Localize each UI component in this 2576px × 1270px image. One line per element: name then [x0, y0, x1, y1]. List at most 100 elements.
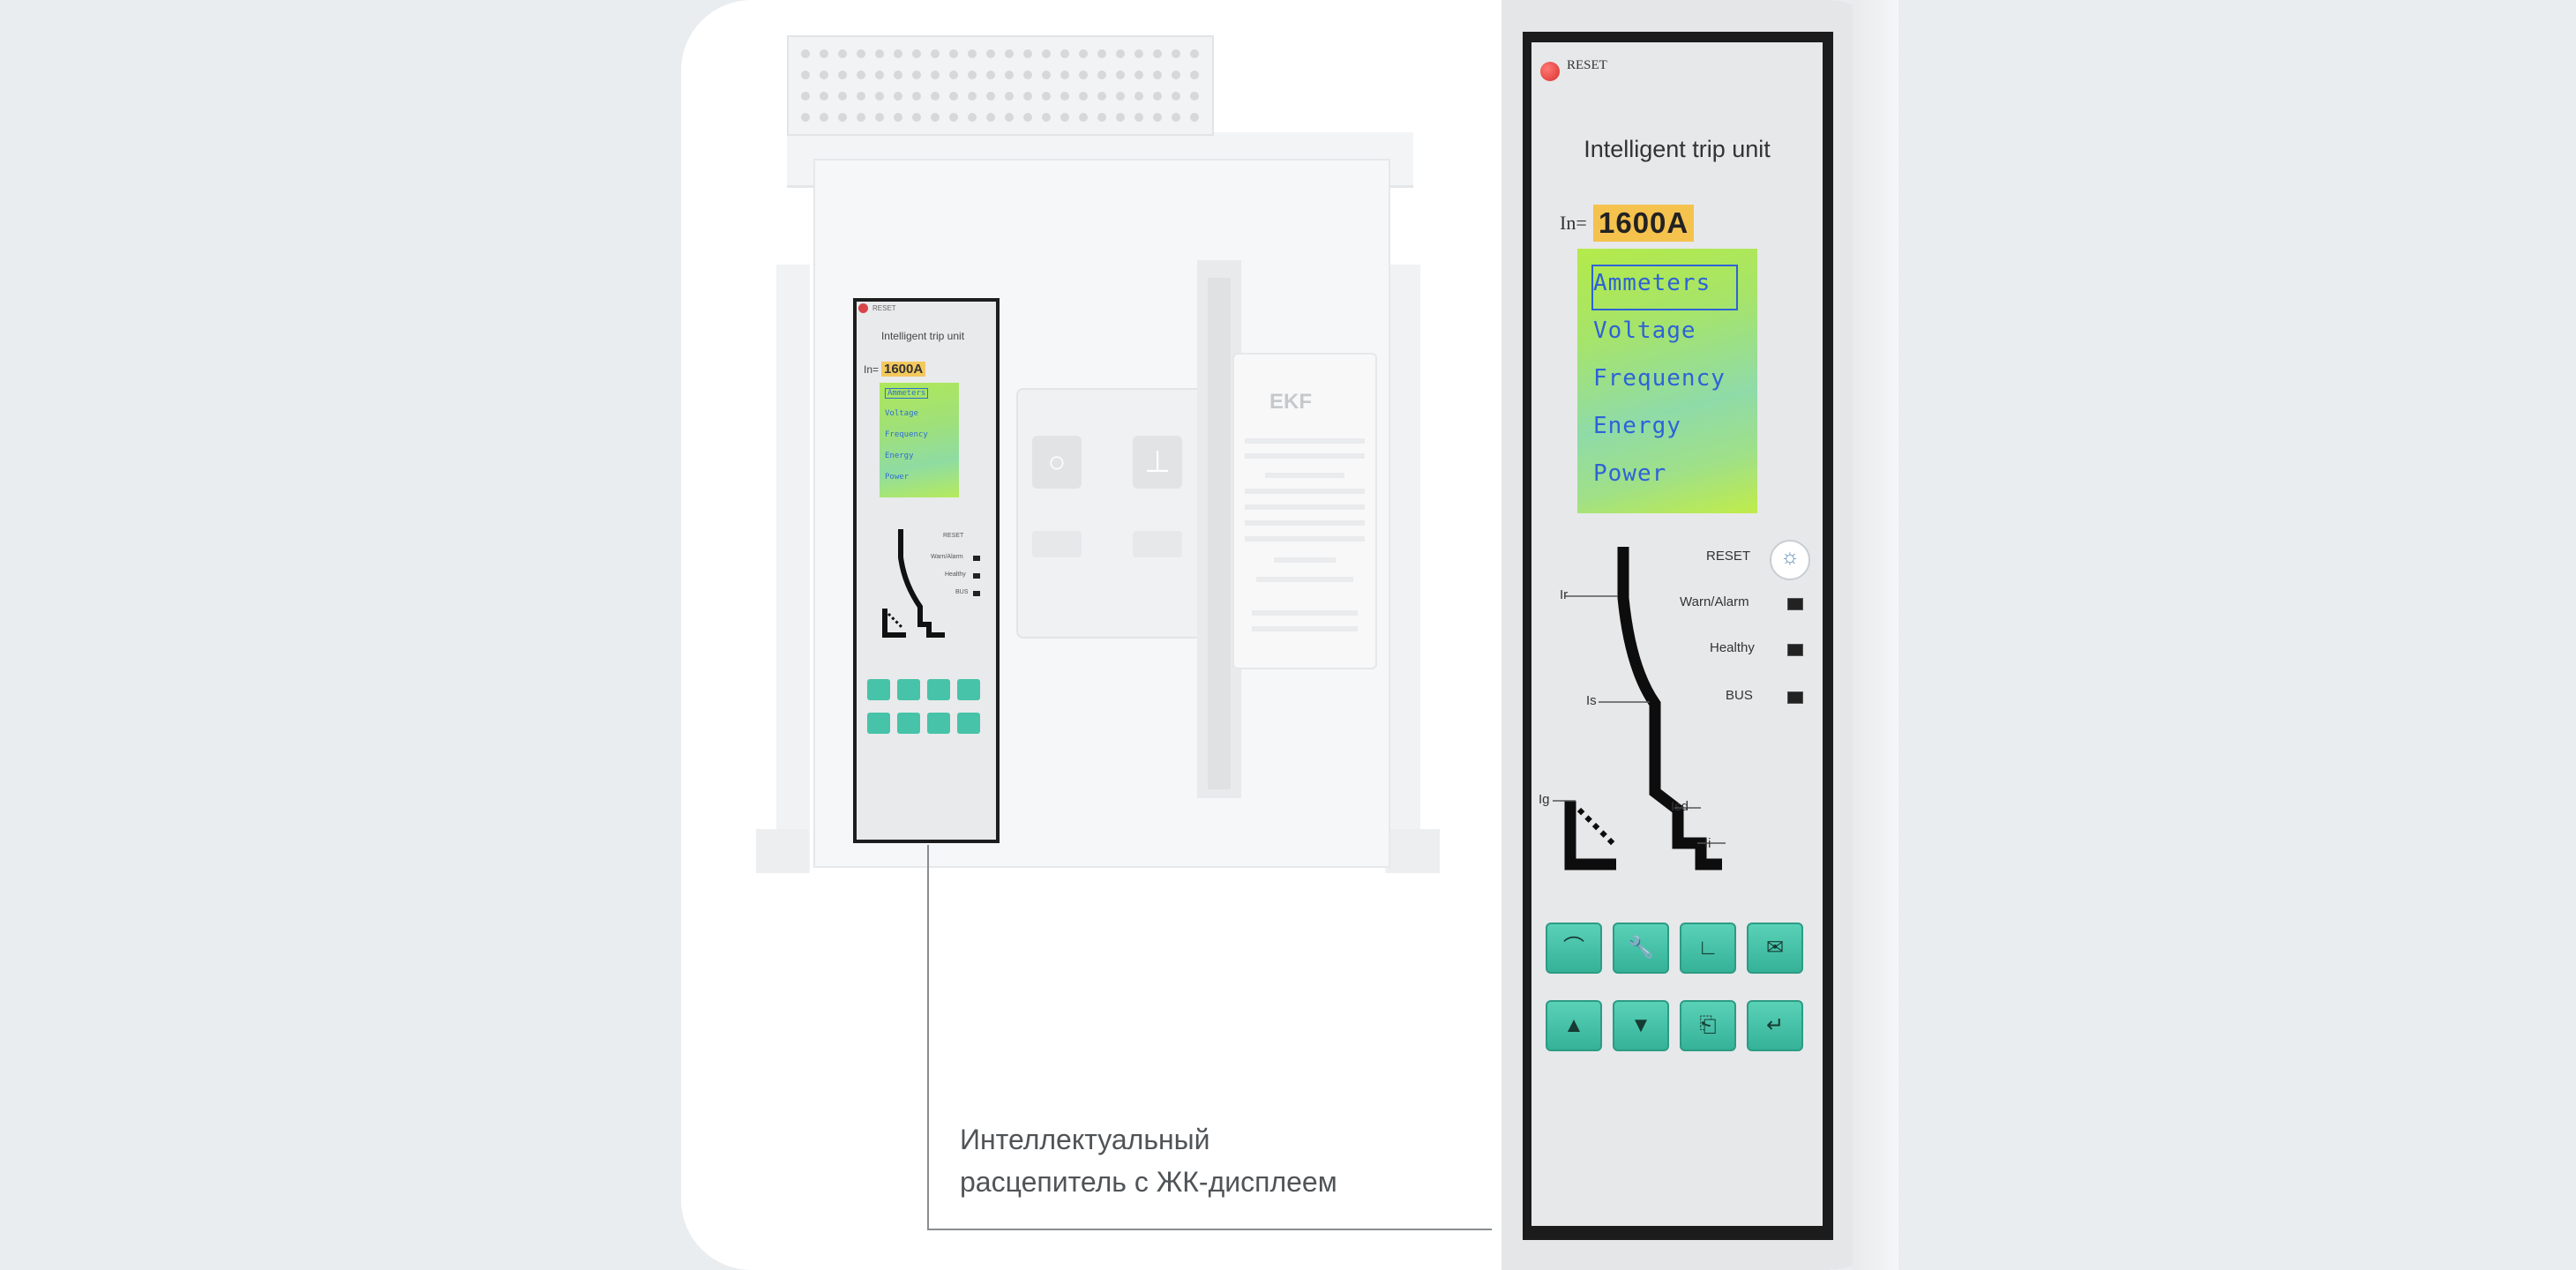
down-key[interactable]: ▼: [1613, 1000, 1669, 1051]
thumb-in-label: In=: [864, 363, 880, 376]
nameplate-line: [1265, 473, 1344, 478]
vent-hole: [949, 71, 958, 79]
vent-hole: [986, 71, 995, 79]
vent-hole: [986, 49, 995, 58]
vent-hole: [1097, 113, 1106, 122]
ekf-logo: EKF: [1269, 390, 1312, 414]
reset-led-icon[interactable]: [1540, 62, 1560, 81]
vent-hole: [838, 71, 847, 79]
vent-hole: [1005, 113, 1014, 122]
nameplate-line: [1245, 536, 1365, 542]
callout-line: [927, 845, 929, 1230]
mail-icon: ✉: [1765, 936, 1785, 960]
protection-curve-key[interactable]: ∟: [1680, 923, 1736, 974]
rated-current-label: In=: [1560, 212, 1587, 234]
thumb-key: [897, 679, 920, 700]
vent-hole: [1172, 92, 1180, 101]
vent-hole: [875, 71, 884, 79]
vent-hole: [1079, 71, 1088, 79]
thumb-menu-item: Frequency: [885, 430, 928, 439]
vent-hole: [1079, 49, 1088, 58]
thumb-in-value: 1600A: [881, 362, 926, 377]
thumb-indicator-led: [973, 556, 980, 561]
vent-hole: [875, 113, 884, 122]
breaker-side-right: [1385, 265, 1420, 873]
circuit-breaker-illustration: ○ ⊥ EKF RESET Intelligent trip unit In=: [681, 0, 1493, 1270]
nameplate-line: [1252, 626, 1358, 631]
vent-hole: [931, 92, 940, 101]
settings-key[interactable]: 🔧: [1613, 923, 1669, 974]
indicator-warn-alarm-led: [1787, 598, 1803, 610]
vent-hole: [801, 49, 810, 58]
vent-hole: [1134, 49, 1143, 58]
thumb-menu-item: Power: [885, 473, 910, 482]
lcd-menu-power[interactable]: Power: [1593, 460, 1667, 487]
vent-hole: [1134, 71, 1143, 79]
vent-hole: [931, 71, 940, 79]
vent-hole: [801, 92, 810, 101]
message-key[interactable]: ✉: [1747, 923, 1803, 974]
exit-icon: ⎗: [1699, 1013, 1717, 1037]
vent-hole: [1060, 113, 1069, 122]
reset-button[interactable]: ☼: [1770, 540, 1810, 580]
exit-key[interactable]: ⎗: [1680, 1000, 1736, 1051]
nameplate-line: [1252, 610, 1358, 616]
enter-key[interactable]: ↵: [1747, 1000, 1803, 1051]
vent-hole: [986, 113, 995, 122]
up-key[interactable]: ▲: [1546, 1000, 1602, 1051]
vent-hole: [820, 71, 828, 79]
vent-hole: [968, 49, 977, 58]
vent-hole: [1116, 113, 1125, 122]
trip-unit-title: Intelligent trip unit: [1584, 136, 1771, 162]
vent-hole: [912, 71, 921, 79]
vent-hole: [801, 71, 810, 79]
meter-key[interactable]: ⌒: [1546, 923, 1602, 974]
breaker-side-left: [776, 265, 810, 873]
thumb-lcd: Ammeters Voltage Frequency Energy Power: [880, 383, 959, 497]
nameplate-line: [1256, 577, 1353, 582]
thumb-indicator-led: [973, 591, 980, 596]
vent-hole: [894, 71, 902, 79]
lcd-menu-voltage[interactable]: Voltage: [1593, 318, 1696, 344]
vent-hole: [1172, 71, 1180, 79]
vent-hole: [949, 92, 958, 101]
vent-hole: [1190, 71, 1199, 79]
nameplate-line: [1245, 520, 1365, 526]
vent-hole: [1023, 92, 1032, 101]
vent-hole: [894, 49, 902, 58]
vent-hole: [1005, 92, 1014, 101]
vent-hole: [820, 92, 828, 101]
vent-hole: [912, 49, 921, 58]
vent-hole: [1116, 92, 1125, 101]
zoom-panel-edge: [1853, 0, 1898, 1270]
vent-hole: [838, 49, 847, 58]
reset-led-icon: [858, 303, 868, 313]
thumb-trip-curve-icon: [882, 529, 945, 638]
trip-unit-face: RESET Intelligent trip unit In= 1600A Am…: [1531, 42, 1823, 1226]
indicator-healthy-led: [1787, 644, 1803, 656]
vent-hole: [1023, 49, 1032, 58]
vent-hole: [1060, 49, 1069, 58]
vent-hole: [1042, 71, 1051, 79]
feature-caption: Интеллектуальный расцепитель с ЖК-диспле…: [960, 1118, 1337, 1203]
lcd-menu-frequency[interactable]: Frequency: [1593, 365, 1726, 392]
vent-hole: [1097, 49, 1106, 58]
vent-hole: [1042, 113, 1051, 122]
thumb-key: [957, 713, 980, 734]
vent-hole: [1153, 71, 1162, 79]
down-icon: ▼: [1630, 1013, 1651, 1037]
vent-hole: [1023, 71, 1032, 79]
thumb-menu-item: Energy: [885, 452, 914, 460]
breaker-foot-right: [1387, 829, 1440, 873]
lcd-menu-ammeters[interactable]: Ammeters: [1593, 270, 1711, 296]
lcd-menu-energy[interactable]: Energy: [1593, 413, 1681, 439]
vent-hole: [1042, 49, 1051, 58]
thumb-title: Intelligent trip unit: [880, 330, 965, 342]
vent-hole: [875, 49, 884, 58]
thumb-indicator-label: BUS: [955, 589, 969, 595]
vent-hole: [1042, 92, 1051, 101]
vent-hole: [1134, 92, 1143, 101]
vent-hole: [1005, 49, 1014, 58]
vent-hole: [857, 92, 865, 101]
trip-curve-icon: [1553, 547, 1726, 870]
